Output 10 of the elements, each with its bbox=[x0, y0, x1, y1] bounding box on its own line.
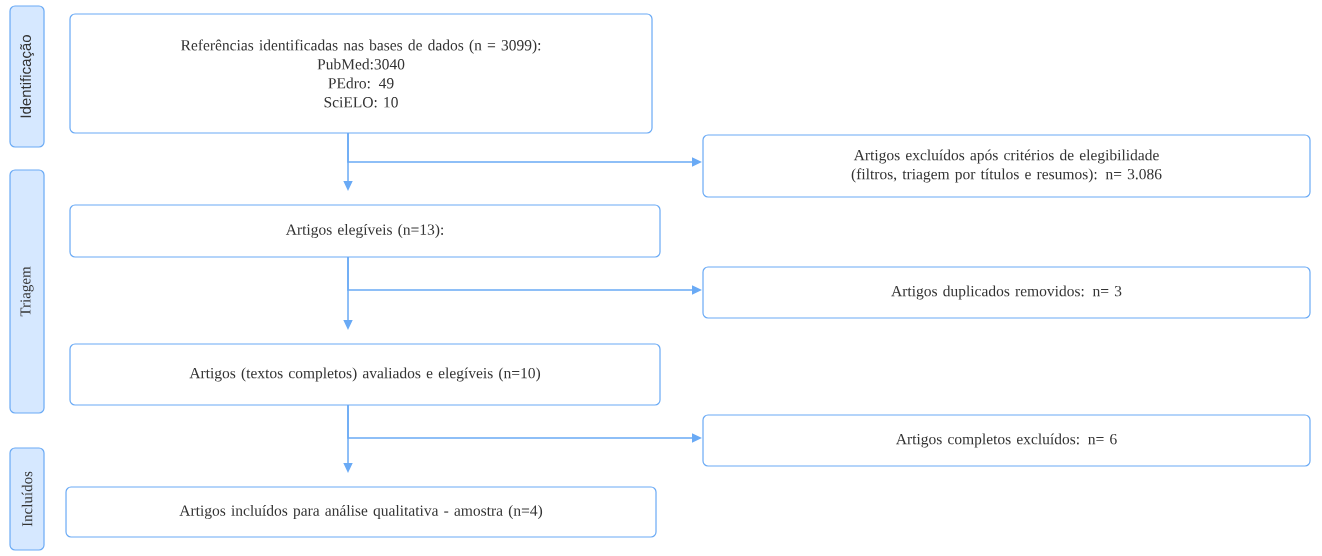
process-box: Artigos completos excluídos: n= 6 bbox=[702, 414, 1311, 467]
process-box: Artigos duplicados removidos: n= 3 bbox=[702, 266, 1311, 319]
stage-band: Incluídos bbox=[9, 447, 45, 551]
process-box: Artigos excluídos após critérios de elegibilidade (filtros, triagem por títulos e resumos): n= 3.086 bbox=[702, 134, 1311, 198]
process-box: Artigos incluídos para análise qualitativa - amostra (n=4) bbox=[65, 486, 657, 538]
process-box: Referências identificadas nas bases de dados (n = 3099): PubMed:3040 PEdro: 49 SciELO: 10 bbox=[69, 13, 653, 134]
stage-band: Triagem bbox=[9, 169, 45, 414]
stage-band: Identificação bbox=[9, 5, 45, 148]
process-box: Artigos elegíveis (n=13): bbox=[69, 204, 661, 258]
process-box: Artigos (textos completos) avaliados e elegíveis (n=10) bbox=[69, 343, 661, 406]
